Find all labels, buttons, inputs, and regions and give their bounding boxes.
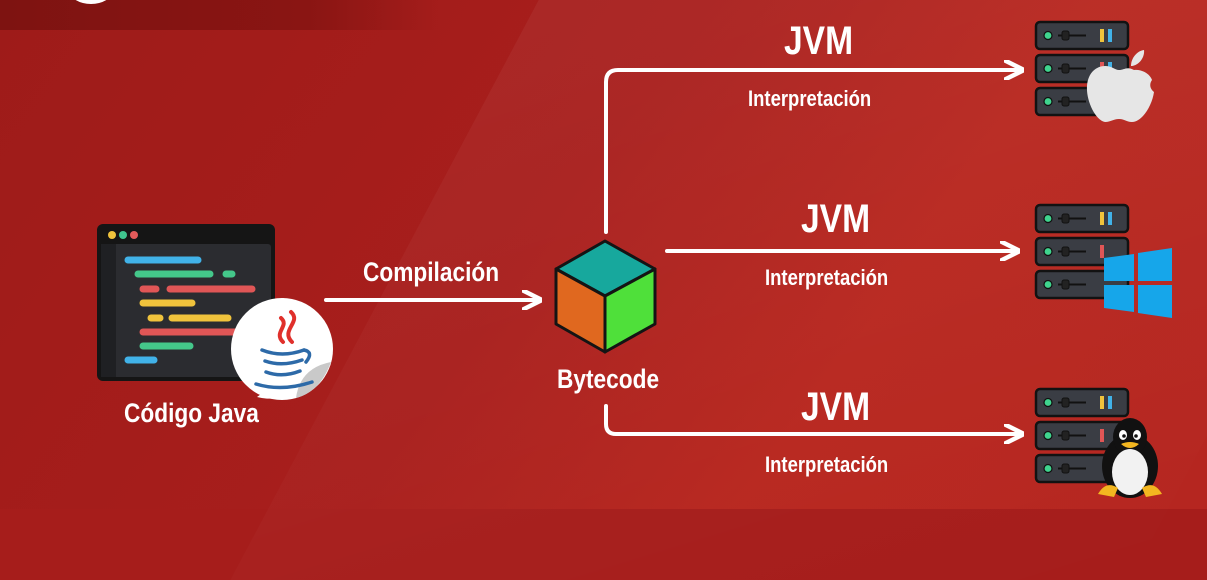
diagram-canvas xyxy=(97,20,1172,498)
jvm-label-linux: JVM xyxy=(801,385,871,429)
server-stack-mac xyxy=(1034,20,1154,122)
arrow-to-linux xyxy=(604,404,1020,434)
interpretation-label-windows: Interpretación xyxy=(765,265,889,290)
apple-icon xyxy=(1086,50,1154,122)
bytecode-cube-icon xyxy=(554,239,657,354)
compile-label: Compilación xyxy=(363,257,500,287)
arrow-to-mac xyxy=(604,70,1020,234)
interpretation-label-linux: Interpretación xyxy=(765,452,889,477)
bytecode-label: Bytecode xyxy=(557,364,660,394)
source-code-label: Código Java xyxy=(124,398,259,428)
windows-icon xyxy=(1104,248,1172,318)
linux-penguin-icon xyxy=(1098,418,1162,498)
code-window-icon xyxy=(97,224,275,381)
jvm-label-windows: JVM xyxy=(801,197,871,241)
java-logo-icon xyxy=(231,298,333,400)
interpretation-label-mac: Interpretación xyxy=(748,86,872,111)
top-banner xyxy=(0,0,440,30)
server-stack-linux xyxy=(1034,387,1162,498)
jvm-label-mac: JVM xyxy=(784,19,854,63)
server-stack-windows xyxy=(1034,203,1172,318)
